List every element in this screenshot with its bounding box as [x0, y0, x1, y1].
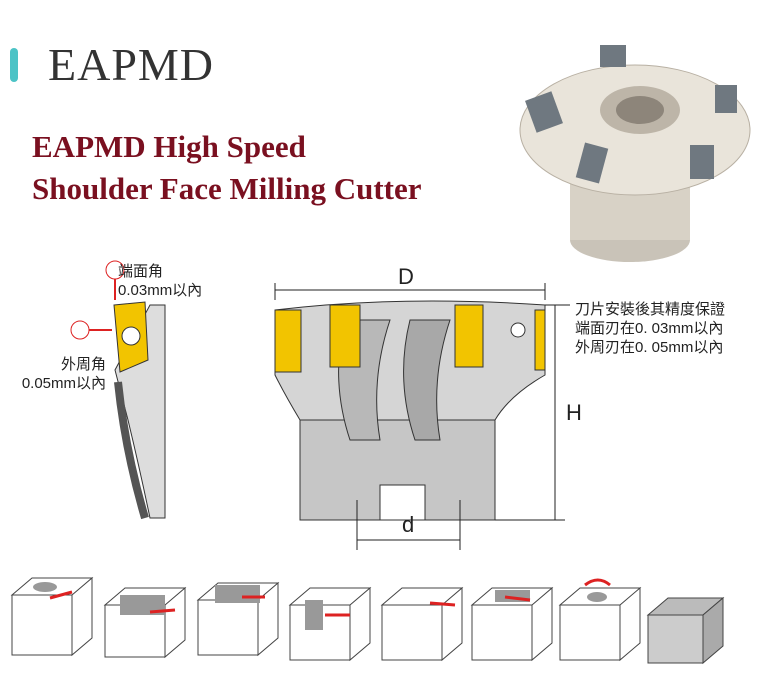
end-face-value: 0.03mm以內	[118, 282, 203, 299]
end-face-label: 端面角	[118, 263, 164, 280]
subtitle-line-1: EAPMD High Speed	[32, 129, 306, 164]
accuracy-line-3: 外周刃在0. 05mm以內	[575, 339, 724, 356]
periphery-gauge-icon	[70, 320, 90, 340]
dimension-d: d	[402, 512, 415, 537]
accent-bar	[10, 48, 18, 82]
dimension-D: D	[398, 264, 414, 289]
accuracy-line-2: 端面刃在0. 03mm以內	[575, 320, 724, 337]
insert-detail-drawing	[70, 260, 166, 520]
periphery-note: 外周角 0.05mm以內	[4, 355, 106, 393]
accuracy-note: 刀片安裝後其精度保證 端面刃在0. 03mm以內 外周刃在0. 05mm以內	[575, 300, 725, 357]
dimension-H: H	[566, 400, 582, 425]
application-icons	[10, 576, 725, 665]
cutter-drawing	[274, 283, 570, 550]
subtitle-line-2: Shoulder Face Milling Cutter	[32, 171, 422, 206]
page-title: EAPMD	[48, 39, 215, 90]
periphery-label: 外周角	[60, 356, 106, 373]
periphery-value: 0.05mm以內	[21, 375, 106, 392]
end-face-note: 端面角 0.03mm以內	[118, 262, 202, 300]
cutter-product-photo	[519, 45, 751, 262]
product-subtitle: EAPMD High Speed Shoulder Face Milling C…	[32, 126, 421, 210]
accuracy-line-1: 刀片安裝後其精度保證	[575, 301, 726, 318]
